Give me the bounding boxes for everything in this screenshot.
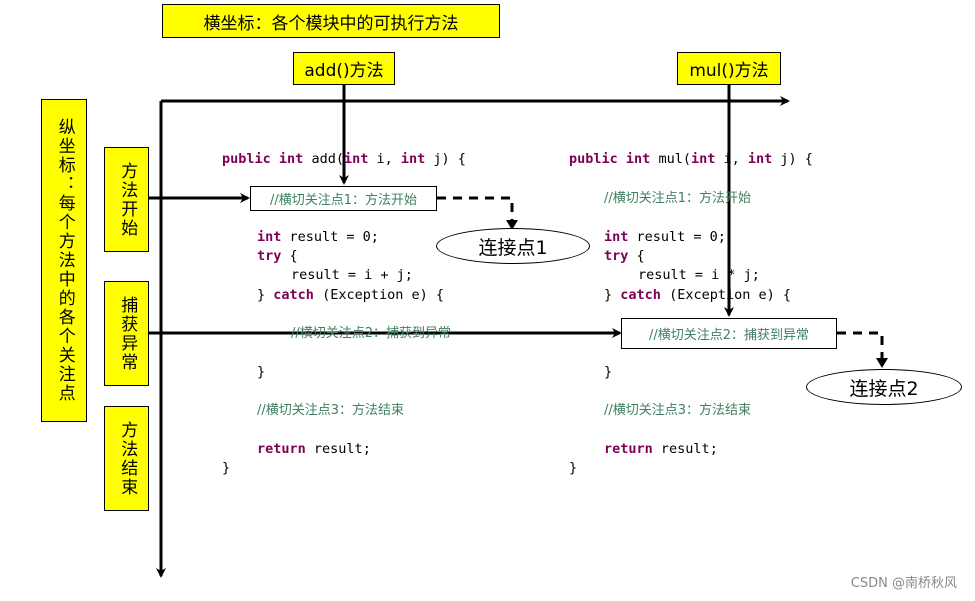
add-try: try { (257, 248, 298, 264)
join-point-2: 连接点2 (806, 369, 962, 405)
mul-close2: } (569, 460, 578, 476)
mul-method-label: mul()方法 (677, 52, 781, 85)
mul-signature: public int mul(int i, int j) { (569, 151, 813, 167)
catch-exception-label: 捕获异常 (104, 281, 149, 386)
add-return: return result; (257, 441, 371, 457)
mul-comment-start: //横切关注点1：方法开始 (604, 191, 752, 206)
mul-comment-end: //横切关注点3：方法结束 (604, 403, 752, 418)
join-point1-connector (437, 196, 514, 224)
add-comment-catch: //横切关注点2：捕获到异常 (291, 326, 452, 341)
add-close2: } (222, 460, 231, 476)
add-decl: int result = 0; (257, 229, 379, 245)
add-comment-end: //横切关注点3：方法结束 (257, 403, 405, 418)
add-method-label: add()方法 (293, 52, 395, 85)
method-end-label: 方法结束 (104, 406, 149, 511)
mul-calc: result = i * j; (638, 267, 760, 283)
join-point-1: 连接点1 (436, 228, 590, 264)
add-calc: result = i + j; (291, 267, 413, 283)
mul-decl: int result = 0; (604, 229, 726, 245)
add-signature: public int add(int i, int j) { (222, 151, 466, 167)
mul-return: return result; (604, 441, 718, 457)
watermark: CSDN @南桥秋风 (850, 576, 957, 591)
join-point2-connector (837, 331, 884, 362)
mul-close1: } (604, 364, 613, 380)
mul-comment-catch-box: //横切关注点2：捕获到异常 (621, 318, 837, 349)
method-start-label: 方法开始 (104, 147, 149, 252)
add-catch: } catch (Exception e) { (257, 287, 444, 303)
mul-try: try { (604, 248, 645, 264)
add-comment-start-box: //横切关注点1：方法开始 (250, 186, 437, 211)
add-close1: } (257, 364, 266, 380)
y-axis-label: 纵坐标：每个方法中的各个关注点 (41, 99, 87, 422)
x-axis-label: 横坐标：各个模块中的可执行方法 (162, 4, 500, 38)
mul-catch: } catch (Exception e) { (604, 287, 791, 303)
